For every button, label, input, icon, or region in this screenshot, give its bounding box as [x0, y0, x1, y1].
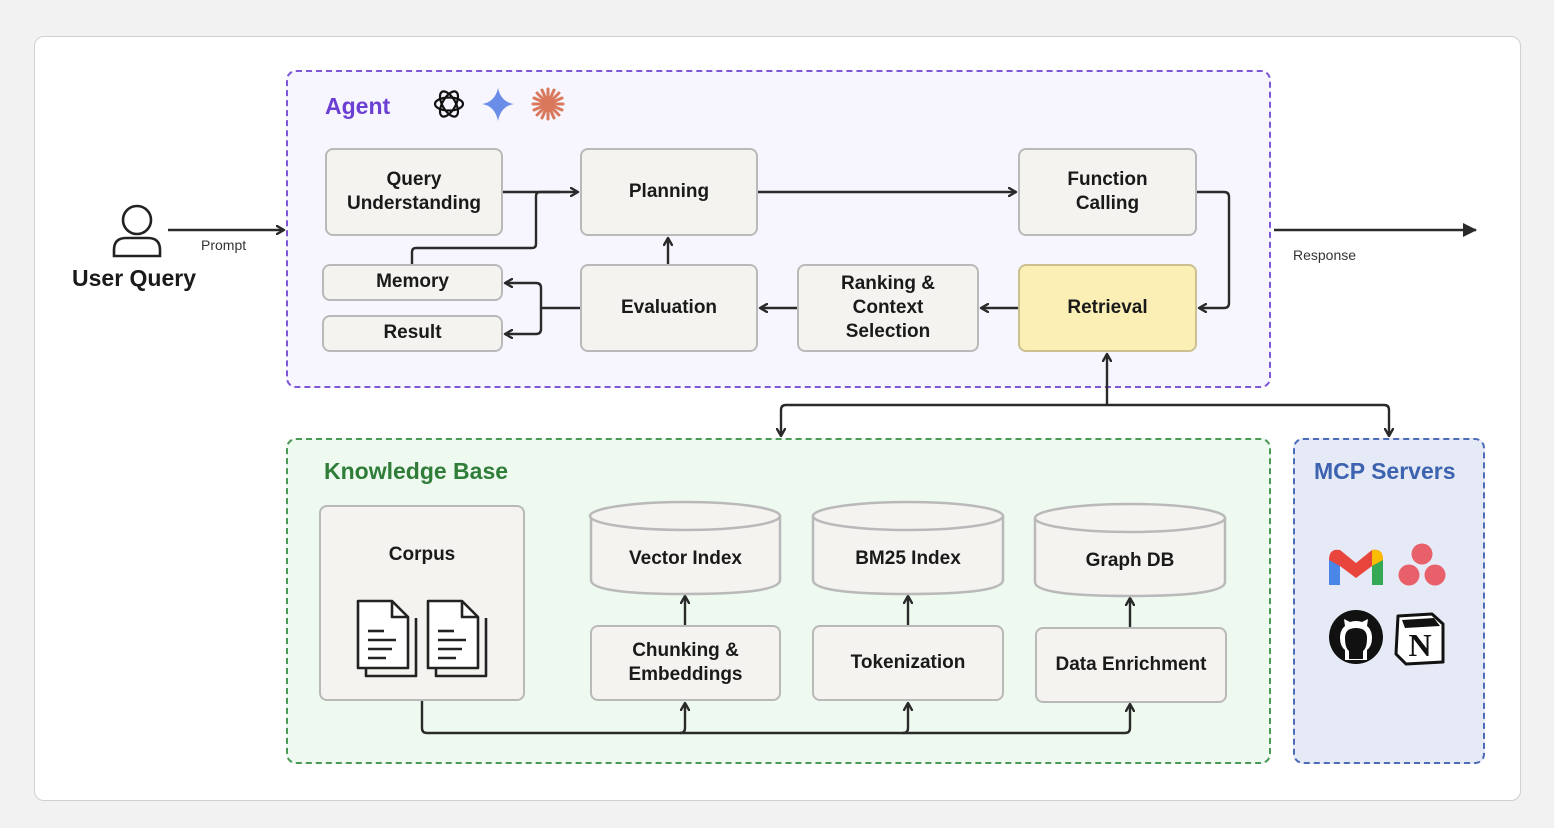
function-calling-box: Function Calling — [1018, 148, 1197, 236]
knowledge-base-title: Knowledge Base — [324, 458, 509, 484]
ranking-context-selection-box: Ranking & Context Selection — [797, 264, 979, 352]
query-understanding-box: Query Understanding — [325, 148, 503, 236]
vector-index-label: Vector Index — [629, 548, 742, 569]
mcp-servers-title: MCP Servers — [1314, 458, 1456, 484]
retrieval-box: Retrieval — [1018, 264, 1197, 352]
corpus-label: Corpus — [388, 544, 456, 565]
prompt-label: Prompt — [201, 237, 247, 253]
chunking-embeddings-box: Chunking & Embeddings — [590, 625, 781, 701]
planning-box: Planning — [580, 148, 758, 236]
evaluation-box: Evaluation — [580, 264, 758, 352]
agent-title: Agent — [325, 93, 391, 119]
bm25-index-label: BM25 Index — [855, 548, 961, 569]
mcp-servers-section — [1293, 438, 1485, 764]
graph-db-label: Graph DB — [1085, 550, 1175, 571]
memory-box: Memory — [322, 264, 503, 301]
tokenization-box: Tokenization — [812, 625, 1004, 701]
corpus-box: Corpus — [319, 505, 525, 701]
response-label: Response — [1293, 247, 1357, 263]
user-query-label: User Query — [72, 265, 197, 291]
result-box: Result — [322, 315, 503, 352]
data-enrichment-box: Data Enrichment — [1035, 627, 1227, 703]
